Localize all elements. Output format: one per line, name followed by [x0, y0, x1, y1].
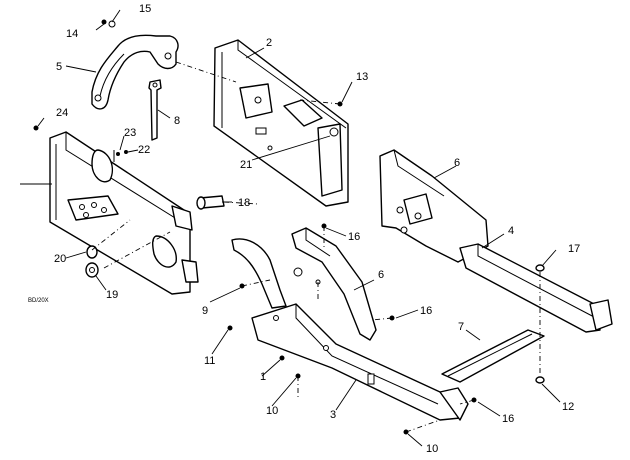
bolt-part-17 — [535, 264, 545, 384]
callout-21: 21 — [240, 159, 252, 171]
side-frame-part-6-left — [231, 227, 377, 341]
callout-9: 9 — [202, 305, 208, 317]
bolt-part-18 — [196, 195, 225, 210]
callout-8: 8 — [174, 115, 180, 127]
callout-6-left: 6 — [378, 269, 384, 281]
callout-10-lower: 10 — [426, 443, 438, 455]
callout-3: 3 — [330, 409, 336, 421]
callout-24: 24 — [56, 107, 68, 119]
callout-12: 12 — [562, 401, 574, 413]
alignment-lines — [91, 61, 541, 433]
callout-16-upper: 16 — [348, 231, 360, 243]
callout-1: 1 — [260, 371, 266, 383]
cross-bar-part-7 — [441, 329, 545, 383]
callout-17: 17 — [568, 243, 580, 255]
bracket-part-5 — [91, 34, 179, 110]
callout-16-lower: 16 — [502, 413, 514, 425]
callout-20: 20 — [54, 253, 66, 265]
callout-13: 13 — [356, 71, 368, 83]
mount-plate-part-2 — [213, 39, 349, 207]
rail-part-4 — [459, 243, 613, 333]
callout-labels: 15 14 5 2 13 8 24 23 22 21 18 6 16 4 17 … — [28, 3, 580, 455]
base-frame-part-3 — [251, 303, 469, 421]
side-frame-part-6-right — [379, 149, 489, 263]
callout-22: 22 — [138, 144, 150, 156]
leader-lines — [20, 9, 561, 447]
callout-11: 11 — [204, 355, 215, 367]
callout-4: 4 — [508, 225, 514, 237]
callout-14: 14 — [66, 28, 78, 40]
rear-plate-assembly — [49, 131, 199, 295]
callout-18: 18 — [238, 197, 250, 209]
callout-7: 7 — [458, 321, 464, 333]
callout-2: 2 — [266, 37, 272, 49]
fasteners-20-19 — [85, 245, 99, 278]
callout-23: 23 — [124, 127, 136, 139]
callout-5: 5 — [56, 61, 62, 73]
callout-19: 19 — [106, 289, 118, 301]
image-code: BD/20X — [28, 298, 49, 304]
strap-part-8 — [148, 79, 162, 141]
callout-16-middle: 16 — [420, 305, 432, 317]
callout-6-right: 6 — [454, 157, 460, 169]
callout-15: 15 — [139, 3, 151, 15]
callout-10-upper: 10 — [266, 405, 278, 417]
